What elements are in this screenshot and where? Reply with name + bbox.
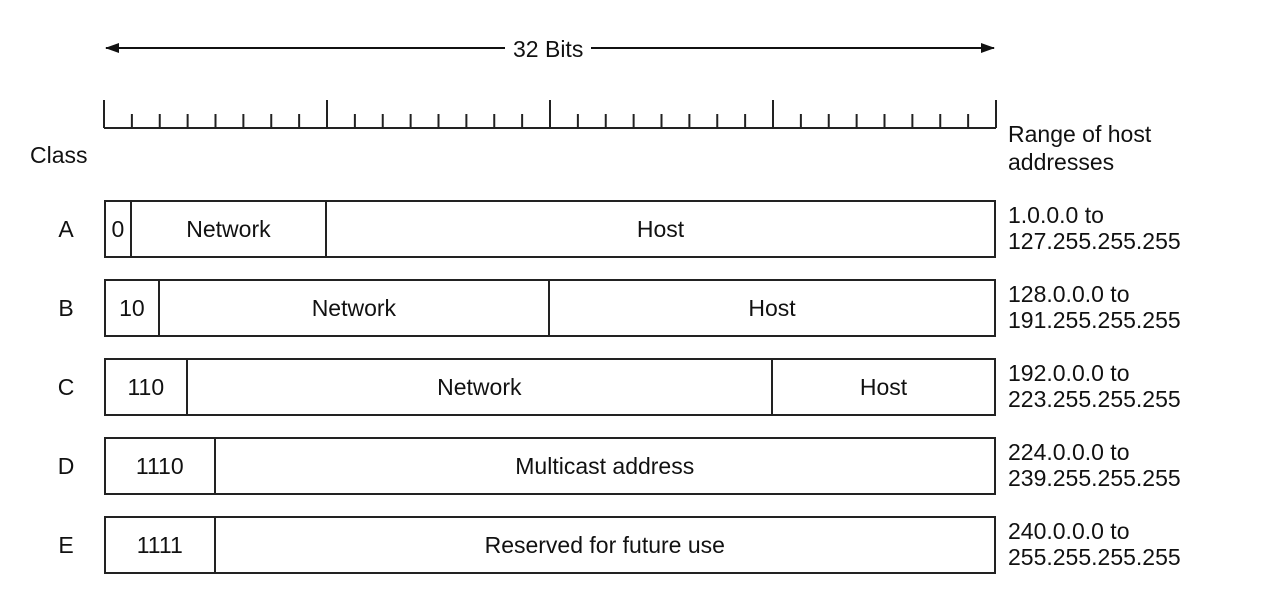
bit-field: 110 xyxy=(106,360,188,414)
bit-field: Host xyxy=(636,215,685,242)
width-label: 32 Bits xyxy=(505,36,592,62)
range-header-line-2: addresses xyxy=(1008,149,1115,175)
range-header-line-1: Range of host xyxy=(1008,121,1152,147)
class-letter: D xyxy=(57,453,75,479)
class-letter: B xyxy=(58,295,74,321)
bit-field: 10 xyxy=(106,281,160,335)
bit-field: Reserved for future use xyxy=(484,531,725,558)
range-line: 1.0.0.0 to xyxy=(1008,202,1104,228)
bit-field: Network xyxy=(188,360,773,414)
bit-field: Host xyxy=(748,294,796,321)
range-line: 127.255.255.255 xyxy=(1008,228,1181,254)
range-line: 255.255.255.255 xyxy=(1008,544,1181,570)
bit-field: Host xyxy=(859,373,908,400)
ruler-ticks xyxy=(103,100,997,128)
class-letter: C xyxy=(57,374,75,400)
bit-field: 1111 xyxy=(106,518,216,572)
range-line: 191.255.255.255 xyxy=(1008,307,1181,333)
range-line: 240.0.0.0 to xyxy=(1008,518,1130,544)
range-line: 223.255.255.255 xyxy=(1008,386,1181,412)
class-letter: A xyxy=(58,216,74,242)
address-format-row: 1111 Reserved for future use xyxy=(104,516,996,574)
bit-field: Network xyxy=(132,202,327,256)
class-letter: E xyxy=(58,532,74,558)
range-line: 224.0.0.0 to xyxy=(1008,439,1130,465)
bit-field: Network xyxy=(160,281,550,335)
bit-field: Multicast address xyxy=(515,452,695,479)
range-line: 239.255.255.255 xyxy=(1008,465,1181,491)
bit-field: 0 xyxy=(106,202,132,256)
range-line: 128.0.0.0 to xyxy=(1008,281,1130,307)
bit-field: 1110 xyxy=(106,439,216,493)
address-format-row: 1110 Multicast address xyxy=(104,437,996,495)
range-header: Range of host addresses xyxy=(1008,120,1151,176)
range-line: 192.0.0.0 to xyxy=(1008,360,1130,386)
class-header: Class xyxy=(30,142,88,168)
